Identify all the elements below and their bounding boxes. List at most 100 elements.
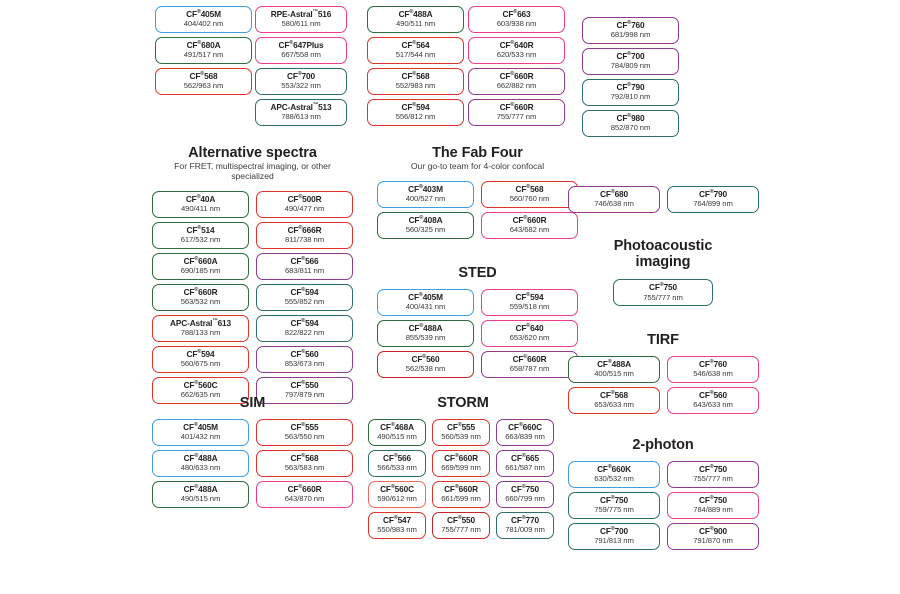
- dye-spectra: 401/432 nm: [180, 432, 221, 442]
- dye-name: CF®488A: [183, 453, 218, 464]
- dye-name: CF®660C: [508, 422, 542, 433]
- dye-name: CF®666R: [287, 224, 322, 235]
- trademark-mark: ™: [312, 9, 318, 16]
- dye-spectra: 681/998 nm: [610, 30, 651, 40]
- dye-spectra: 620/533 nm: [496, 50, 537, 60]
- trademark-mark: ®: [197, 225, 202, 232]
- dye-spectra: 660/799 nm: [505, 494, 545, 504]
- dye-spectra: 400/527 nm: [405, 194, 446, 204]
- trademark-mark: ®: [709, 495, 714, 502]
- trademark-mark: ®: [393, 453, 398, 460]
- dye-name: CF®750: [699, 464, 727, 475]
- dye-name: CF®660R: [512, 214, 547, 225]
- dye-name: CF®488A: [398, 8, 433, 19]
- dye-spectra: 643/870 nm: [284, 494, 325, 504]
- trademark-mark: ®: [526, 184, 531, 191]
- dye-spectra: 852/870 nm: [610, 123, 651, 133]
- trademark-mark: ®: [298, 194, 303, 201]
- dye-name: CF®555: [290, 422, 319, 433]
- dye-spectra: 630/532 nm: [594, 474, 634, 484]
- dye-name: CF®647Plus: [278, 39, 324, 50]
- dye-spectra: 792/810 nm: [610, 92, 651, 102]
- dye-name: CF®594: [290, 286, 319, 297]
